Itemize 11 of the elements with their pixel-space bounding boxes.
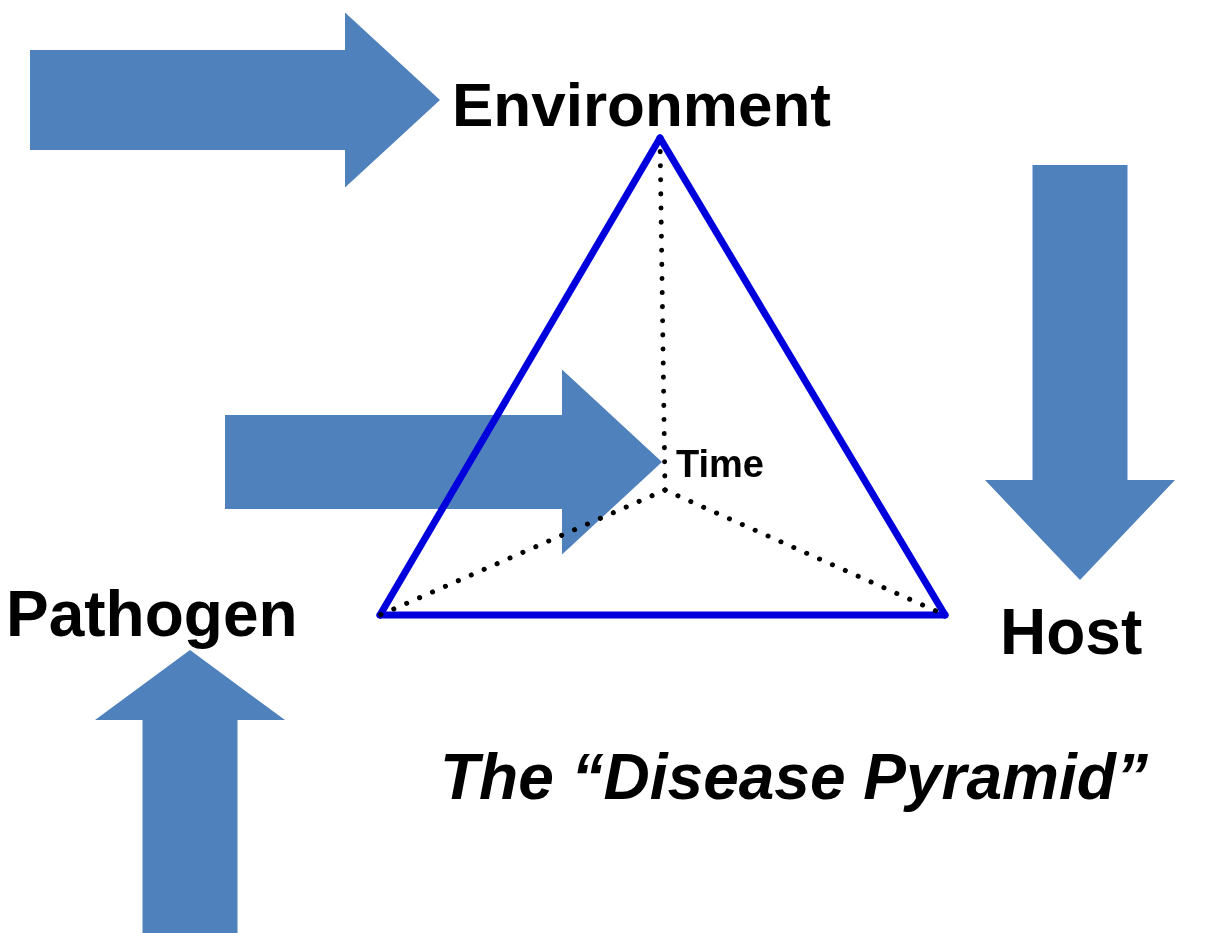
dotted-line [377,487,668,618]
block-arrow [985,165,1175,580]
vertex-label: Host [945,580,1160,665]
block-arrow [30,12,440,188]
triangle-side [656,134,949,619]
vertex-label: Environment [440,72,910,138]
block-arrow [225,369,662,555]
center-label: Time [662,445,805,490]
vertex-label: Pathogen [6,580,380,650]
triangle-side [376,611,949,619]
block-arrow [95,650,285,933]
